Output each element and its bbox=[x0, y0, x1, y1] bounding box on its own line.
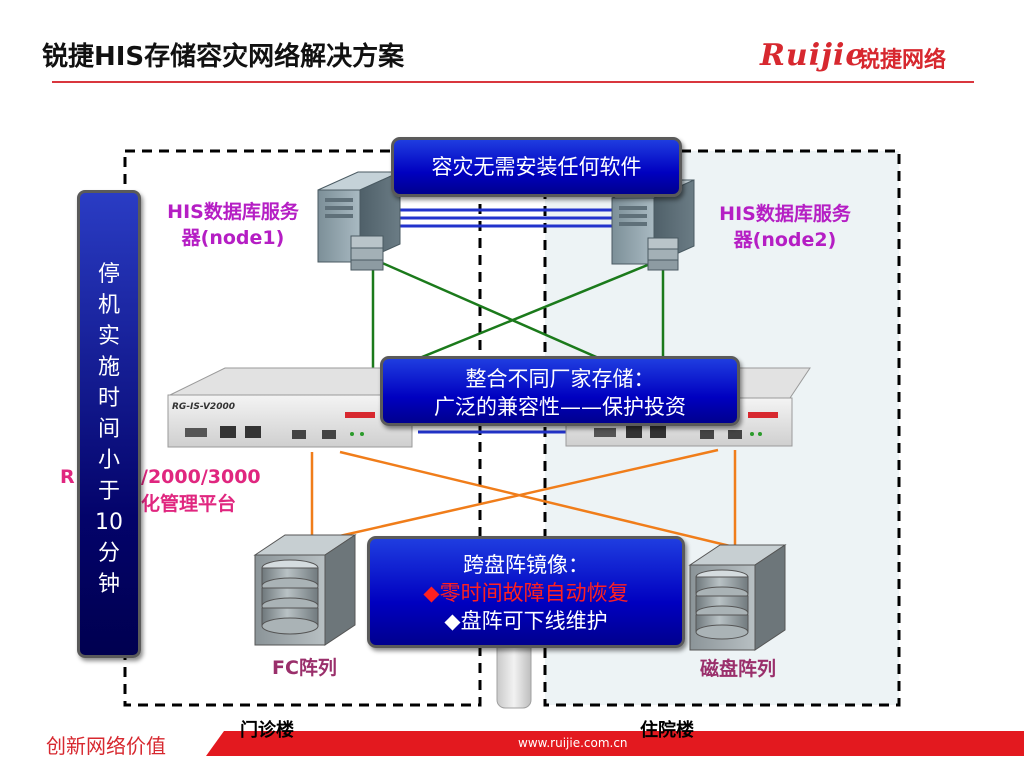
server-node1-label: HIS数据库服务 器(node1) bbox=[148, 199, 318, 251]
storage-array-link bbox=[321, 448, 719, 542]
ruijie-logo: Ruijie 锐捷网络 bbox=[760, 38, 972, 74]
callout-mirroring-line1: 跨盘阵镜像： bbox=[463, 553, 589, 577]
fc-array-label: FC阵列 bbox=[272, 657, 337, 679]
inpatient-building-boundary bbox=[543, 149, 901, 707]
callout-compatibility-line2: 广泛的兼容性——保护投资 bbox=[434, 395, 686, 419]
storage-platform-left-icon bbox=[167, 367, 431, 448]
downtime-bar: 停 机 实 施 时 间 小 于 10 分 钟 bbox=[77, 190, 141, 658]
downtime-char: 时 bbox=[97, 386, 120, 411]
outpatient-building-boundary bbox=[123, 149, 482, 707]
downtime-char: 分 bbox=[97, 541, 120, 566]
server-node2-label: HIS数据库服务 器(node2) bbox=[700, 201, 870, 253]
platform-label-line1: /2000/3000 bbox=[141, 466, 261, 488]
downtime-char: 施 bbox=[97, 355, 120, 380]
server-node2-label-line1: HIS数据库服务 bbox=[719, 203, 851, 225]
callout-mirroring-line2: ◆零时间故障自动恢复 bbox=[423, 581, 629, 605]
downtime-char: 实 bbox=[97, 324, 120, 349]
logo-wordmark: Ruijie bbox=[760, 38, 866, 73]
footer-slogan: 创新网络价值 bbox=[46, 734, 166, 758]
server-node1-icon bbox=[317, 171, 401, 271]
footer-url: www.ruijie.com.cn bbox=[518, 736, 628, 750]
server-node1-label-line1: HIS数据库服务 bbox=[167, 201, 299, 223]
storage-array-link bbox=[339, 450, 731, 548]
storage-model-label: RG-IS-V2000 bbox=[172, 402, 235, 412]
logo-cn-text: 锐捷网络 bbox=[858, 48, 947, 73]
callout-compatibility-line1: 整合不同厂家存储： bbox=[465, 367, 655, 391]
downtime-char: 钟 bbox=[97, 572, 120, 597]
downtime-char: 停 bbox=[97, 262, 120, 287]
footer-band bbox=[206, 731, 1024, 756]
platform-label-line2: 化管理平台 bbox=[141, 493, 237, 515]
downtime-char: 于 bbox=[97, 479, 120, 504]
server-node2-label-line2: 器(node2) bbox=[733, 229, 837, 251]
callout-no-software-text: 容灾无需安装任何软件 bbox=[431, 155, 642, 179]
downtime-char: 小 bbox=[97, 448, 120, 473]
fc-array-icon bbox=[253, 534, 357, 646]
callout-compatibility: 整合不同厂家存储： 广泛的兼容性——保护投资 bbox=[380, 356, 740, 426]
slide-title: 锐捷HIS存储容灾网络解决方案 bbox=[42, 42, 405, 72]
inpatient-building-label: 住院楼 bbox=[640, 720, 694, 741]
server-node1-label-line2: 器(node1) bbox=[181, 227, 285, 249]
outpatient-building-label: 门诊楼 bbox=[240, 720, 294, 741]
downtime-char: 10 bbox=[95, 510, 123, 535]
platform-label-fragment-r: R bbox=[60, 466, 75, 488]
downtime-char: 机 bbox=[97, 293, 120, 318]
downtime-char: 间 bbox=[97, 417, 120, 442]
callout-no-software: 容灾无需安装任何软件 bbox=[391, 137, 682, 197]
disk-array-label: 磁盘阵列 bbox=[700, 658, 777, 680]
callout-mirroring-line3: ◆盘阵可下线维护 bbox=[444, 609, 608, 633]
disk-array-icon bbox=[688, 544, 787, 651]
callout-mirroring: 跨盘阵镜像： ◆零时间故障自动恢复 ◆盘阵可下线维护 bbox=[367, 536, 685, 648]
title-divider bbox=[52, 81, 974, 83]
